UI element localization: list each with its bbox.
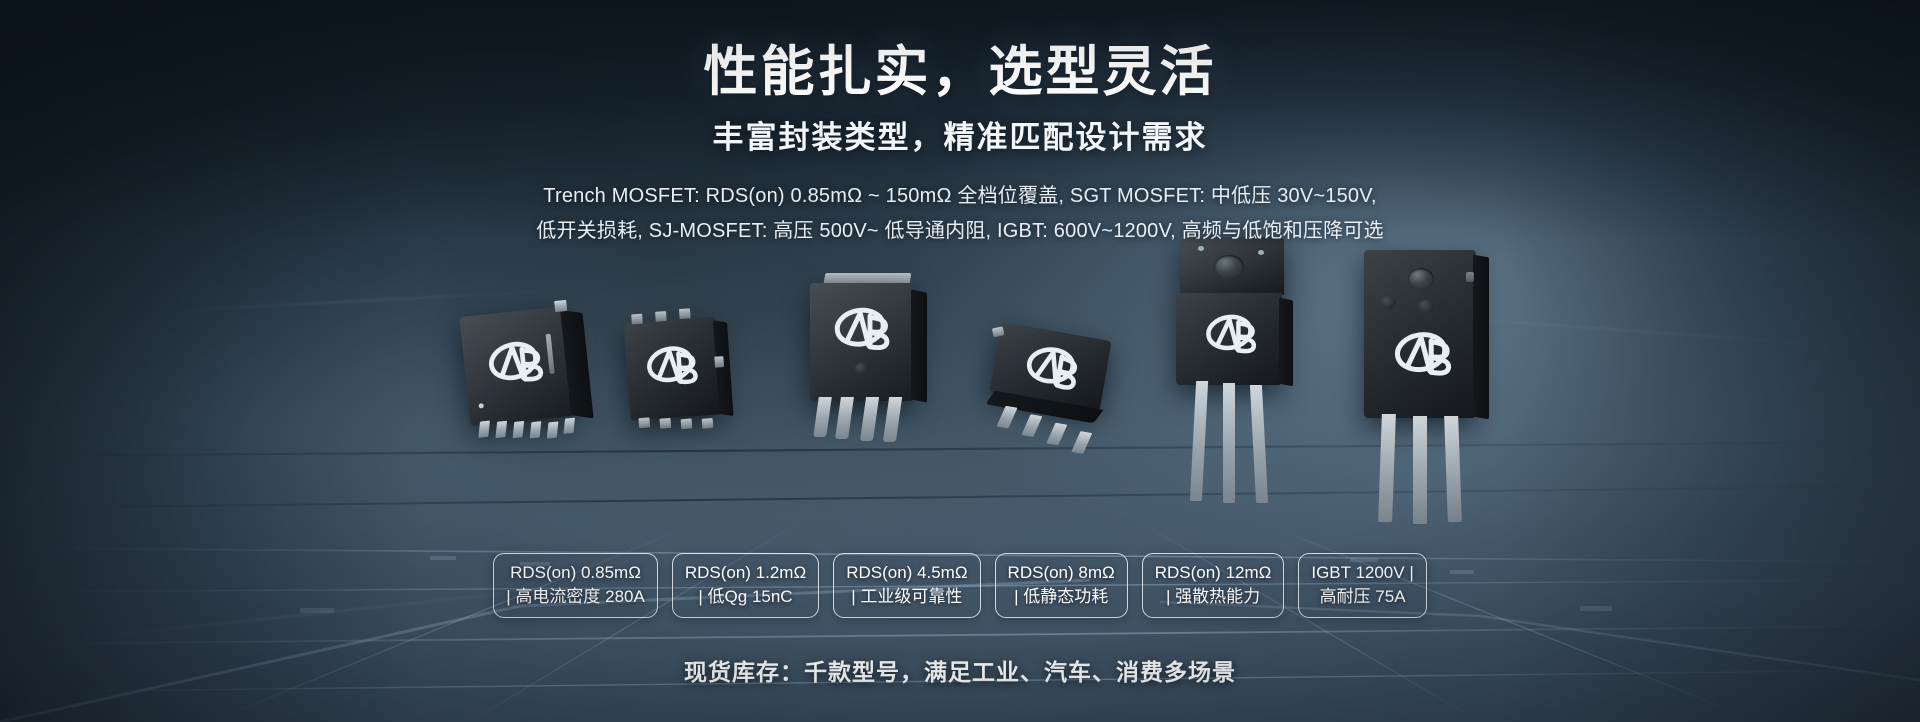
spec-box-line1: RDS(on) 0.85mΩ	[510, 563, 641, 582]
package-lead	[659, 417, 672, 429]
spec-box-line1: RDS(on) 12mΩ	[1154, 563, 1272, 582]
package-lead	[478, 420, 490, 438]
package-lead	[1021, 414, 1043, 438]
package-body	[1176, 293, 1282, 385]
spec-box-line1: RDS(on) 1.2mΩ	[684, 563, 807, 582]
copy-block: 性能扎实，选型灵活 丰富封装类型，精准匹配设计需求 Trench MOSFET:…	[0, 0, 1920, 248]
package-lead	[996, 405, 1018, 429]
body-dimple	[1418, 300, 1434, 313]
package-lead	[546, 421, 559, 439]
spec-box-line1: IGBT 1200V |	[1311, 563, 1414, 582]
spec-box-line2: | 强散热能力	[1165, 587, 1261, 607]
spec-box-2[interactable]: RDS(on) 1.2mΩ | 低Qg 15nC	[671, 553, 820, 619]
package-lead	[701, 418, 714, 429]
spec-box-5[interactable]: RDS(on) 12mΩ | 强散热能力	[1141, 553, 1285, 619]
package-lead	[882, 397, 903, 442]
spec-description-line-1: Trench MOSFET: RDS(on) 0.85mΩ ~ 150mΩ 全档…	[543, 185, 1377, 208]
package-lead	[512, 420, 525, 439]
spec-box-line1: RDS(on) 4.5mΩ	[846, 563, 968, 582]
package-lead	[835, 397, 854, 439]
package-lead	[1046, 422, 1068, 446]
package-body	[459, 306, 575, 427]
footer-tagline: 现货库存：千款型号，满足工业、汽车、消费多场景	[684, 659, 1236, 685]
package-lead	[563, 417, 576, 434]
spec-box-line2: | 高电流密度 280A	[506, 587, 645, 607]
package-side	[1279, 297, 1293, 387]
spec-box-3[interactable]: RDS(on) 4.5mΩ | 工业级可靠性	[833, 553, 981, 619]
mounting-hole	[1214, 255, 1244, 279]
spec-box-line1: RDS(on) 8mΩ	[1007, 563, 1115, 582]
package-body	[810, 283, 914, 401]
spec-box-1[interactable]: RDS(on) 0.85mΩ | 高电流密度 280A	[493, 553, 658, 619]
package-lead	[1223, 383, 1235, 503]
package-body	[623, 316, 723, 421]
spec-box-6[interactable]: IGBT 1200V | 高耐压 75A	[1298, 553, 1427, 619]
package-lead	[631, 313, 643, 325]
package-lead	[1444, 416, 1462, 522]
package-lead	[554, 299, 568, 313]
product-package-row	[0, 237, 1920, 555]
page-subtitle: 丰富封装类型，精准匹配设计需求	[712, 120, 1208, 156]
package-lead	[1071, 431, 1093, 454]
spec-description: Trench MOSFET: RDS(on) 0.85mΩ ~ 150mΩ 全档…	[0, 179, 1920, 248]
package-lead	[714, 356, 725, 368]
package-to220	[1176, 237, 1306, 527]
spec-box-4[interactable]: RDS(on) 8mΩ | 低静态功耗	[994, 553, 1128, 619]
pin-one-dimple	[855, 363, 867, 375]
package-lead	[680, 418, 693, 430]
package-lead	[859, 397, 880, 441]
package-edge-mark	[1466, 272, 1474, 282]
package-lead	[1249, 385, 1269, 503]
spec-box-line2: | 低Qg 15nC	[698, 587, 793, 607]
spec-box-row: RDS(on) 0.85mΩ | 高电流密度 280A RDS(on) 1.2m…	[0, 553, 1920, 619]
package-lead	[638, 417, 651, 429]
package-dpak	[808, 273, 938, 463]
package-to247	[1364, 250, 1504, 540]
package-qfn-square	[623, 308, 742, 447]
package-lead	[655, 311, 667, 322]
package-so8-tilted	[981, 321, 1140, 464]
package-lead	[529, 421, 542, 439]
package-side	[1473, 254, 1489, 420]
package-dfn-wide	[459, 299, 602, 452]
package-lead	[678, 308, 691, 320]
package-lead	[1413, 416, 1427, 524]
package-lead	[1378, 414, 1396, 522]
package-lead	[1189, 381, 1209, 501]
spec-box-line2: 高耐压 75A	[1319, 587, 1406, 607]
spec-description-line-2: 低开关损耗, SJ-MOSFET: 高压 500V~ 低导通内阻, IGBT: …	[536, 219, 1384, 242]
body-dimple	[1380, 296, 1396, 309]
package-side	[911, 289, 927, 403]
package-lead	[495, 420, 508, 439]
flange-mark	[1258, 250, 1264, 255]
mounting-hole	[1408, 268, 1434, 290]
package-lead	[813, 397, 832, 437]
spec-box-line2: | 低静态功耗	[1014, 587, 1109, 607]
spec-box-line2: | 工业级可靠性	[851, 587, 963, 607]
page-title: 性能扎实，选型灵活	[703, 42, 1217, 102]
